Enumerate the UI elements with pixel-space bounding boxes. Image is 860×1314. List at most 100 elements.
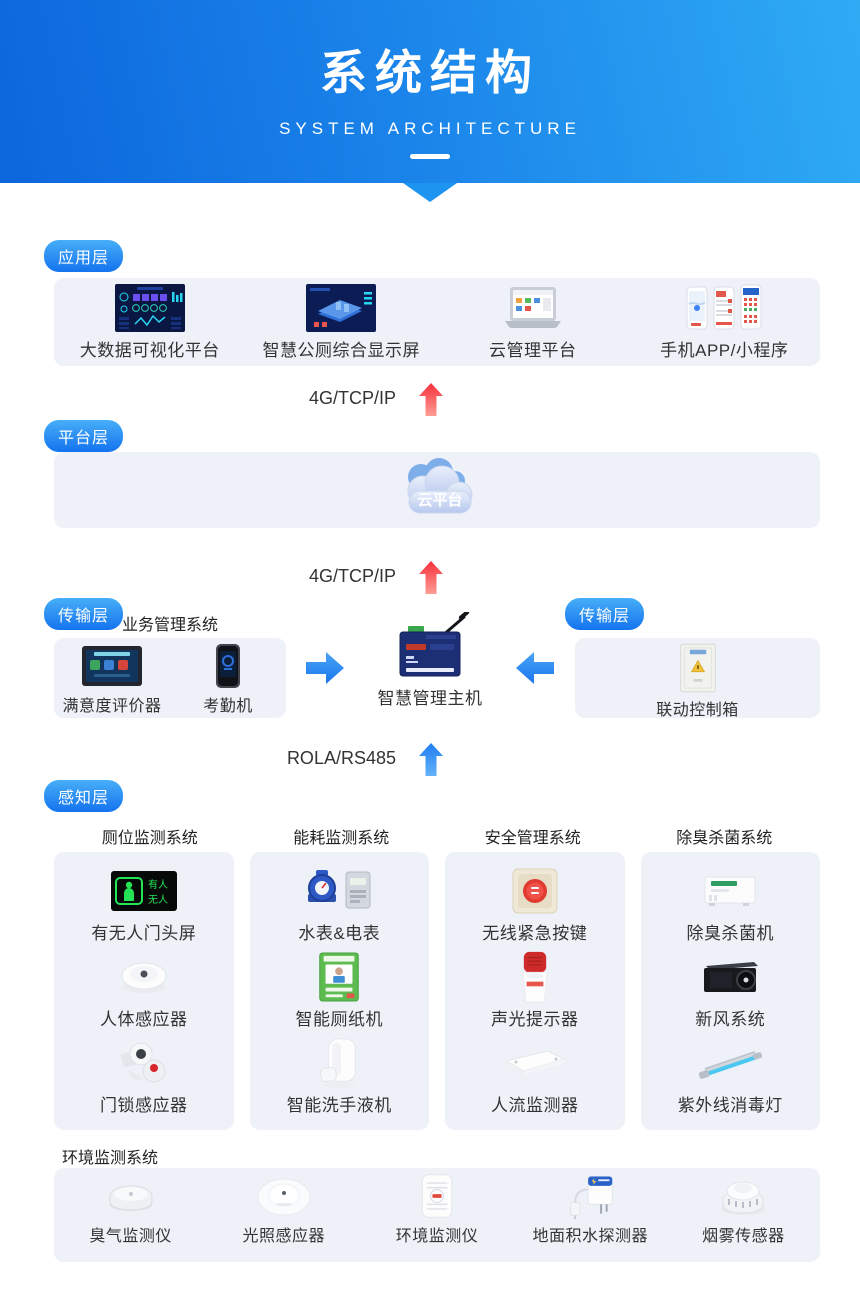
linkage-control-panel: 联动控制箱 [575, 638, 820, 719]
page-subtitle: SYSTEM ARCHITECTURE [279, 119, 581, 138]
fresh-air-system-image [696, 952, 764, 1002]
device-label: 水表&电表 [298, 924, 381, 943]
device-label: 人流监测器 [491, 1096, 579, 1115]
up-arrow-blue-icon [419, 743, 443, 776]
perception-columns: 有人 无人 有无人门头屏 人体感应器 [54, 852, 820, 1130]
device-label: 云管理平台 [489, 341, 577, 360]
device-label: 紫外线消毒灯 [677, 1096, 783, 1115]
app-item-mobile-app: 手机APP/小程序 [629, 278, 821, 366]
right-arrow-blue-icon [306, 652, 344, 684]
device-label: 门锁感应器 [100, 1096, 188, 1115]
device-label: 无线紧急按键 [482, 924, 588, 943]
cloud-platform-icon: 云平台 [407, 458, 473, 514]
lock-sensor-icon [120, 1042, 166, 1083]
light-sensor-image [255, 1173, 313, 1219]
wireless-emergency-button-image [509, 866, 561, 916]
dashboard-icon [114, 284, 185, 332]
body-sensor-icon [121, 962, 167, 993]
device-label: 地面积水探测器 [532, 1228, 648, 1245]
item-soap-dispenser: 智能洗手液机 [250, 1034, 430, 1120]
app-item-display-screen: 智慧公厕综合显示屏 [246, 278, 438, 366]
uv-disinfection-lamp-image [695, 1038, 765, 1088]
column-title: 安全管理系统 [484, 830, 581, 847]
item-light-sensor: 光照感应器 [207, 1168, 360, 1262]
business-system-title: 业务管理系统 [121, 617, 218, 634]
people-flow-monitor-image [502, 1038, 568, 1088]
cloud-management-image [501, 283, 565, 333]
smoke-sensor-image [715, 1173, 771, 1219]
platform-layer-panel: 云平台 [54, 452, 820, 528]
up-arrow-red-icon [419, 383, 443, 416]
display-screen-icon [306, 284, 377, 332]
paper-dispenser-icon [319, 952, 359, 1002]
trans-item-control-box: 联动控制箱 [575, 638, 820, 719]
environment-monitor-icon [421, 1174, 453, 1218]
door-screen-occupied-text: 有人 [148, 878, 168, 891]
link-label-4g-tcpip-bottom: 4G/TCP/IP [308, 566, 396, 586]
light-sensor-icon [257, 1178, 311, 1216]
door-screen-icon: 有人 无人 [110, 871, 177, 911]
header-pointer-triangle [403, 183, 457, 202]
app-item-cloud-management: 云管理平台 [437, 278, 629, 366]
item-odor-monitor: 臭气监测仪 [54, 1168, 207, 1262]
column-title: 能耗监测系统 [293, 830, 390, 847]
title-underline [410, 154, 450, 159]
link-label-rola-rs485: ROLA/RS485 [286, 748, 396, 768]
deodorizer-icon [704, 876, 756, 906]
trans-item-satisfaction: 满意度评价器 [54, 638, 170, 718]
human-body-sensor-image [117, 952, 171, 1002]
business-system-panel: 满意度评价器 考勤机 [54, 638, 286, 718]
device-label: 人体感应器 [100, 1010, 188, 1029]
control-box-icon [679, 643, 716, 693]
smart-host-device-icon [399, 612, 470, 677]
transmission-layer-badge-left: 传输层 [44, 598, 124, 630]
smart-host-group: 智慧管理主机 [360, 612, 500, 709]
link-label-4g-tcpip-top: 4G/TCP/IP [308, 388, 396, 408]
device-label: 新风系统 [695, 1010, 766, 1029]
door-lock-sensor-image [114, 1038, 174, 1088]
item-environment-monitor: 环境监测仪 [360, 1168, 513, 1262]
platform-layer-badge: 平台层 [44, 420, 124, 452]
up-arrow-red-icon [419, 561, 443, 594]
item-flow-monitor: 人流监测器 [445, 1034, 625, 1120]
mobile-app-image [686, 283, 762, 333]
column-safety-management: 无线紧急按键 声光提示器 [445, 852, 625, 1130]
floor-water-detector-image [558, 1173, 622, 1220]
trans-item-attendance: 考勤机 [170, 638, 286, 718]
device-label: 有无人门头屏 [91, 924, 197, 943]
item-body-sensor: 人体感应器 [54, 948, 234, 1034]
odor-monitor-icon [109, 1185, 153, 1211]
item-meters: 水表&电表 [250, 862, 430, 948]
soap-dispenser-icon [320, 1038, 357, 1089]
header-banner: 系统结构 SYSTEM ARCHITECTURE [0, 0, 860, 183]
evaluator-tablet-icon [82, 646, 142, 686]
device-label: 手机APP/小程序 [660, 341, 789, 360]
application-layer-panel: 大数据可视化平台 智慧公厕综合显示屏 [54, 278, 820, 366]
transmission-layer-badge-right: 传输层 [565, 598, 645, 630]
item-fresh-air: 新风系统 [641, 948, 821, 1034]
device-label: 联动控制箱 [656, 702, 739, 719]
page-title: 系统结构 [320, 46, 540, 99]
odor-monitor-image [104, 1173, 158, 1219]
strobe-siren-icon [522, 951, 548, 1003]
device-label: 智慧公厕综合显示屏 [262, 341, 420, 360]
environment-system-title: 环境监测系统 [62, 1150, 159, 1167]
item-deodorizer: 除臭杀菌机 [641, 862, 821, 948]
flow-monitor-icon [504, 1050, 566, 1075]
fresh-air-icon [704, 962, 759, 992]
perception-column-headers: 厕位监测系统 能耗监测系统 安全管理系统 除臭杀菌系统 [54, 824, 820, 848]
item-sound-light-alarm: 声光提示器 [445, 948, 625, 1034]
smart-host-label: 智慧管理主机 [377, 689, 483, 708]
sound-light-alarm-image [514, 951, 556, 1003]
cloud-label: 云平台 [417, 491, 462, 509]
application-layer-badge: 应用层 [44, 240, 124, 272]
app-item-big-data: 大数据可视化平台 [54, 278, 246, 366]
device-label: 智能洗手液机 [286, 1096, 392, 1115]
item-water-detector: 地面积水探测器 [514, 1168, 667, 1262]
device-label: 光照感应器 [242, 1228, 326, 1245]
item-uv-lamp: 紫外线消毒灯 [641, 1034, 821, 1120]
perception-layer-badge: 感知层 [44, 780, 124, 812]
water-electric-meter-image [306, 866, 372, 916]
column-title: 除臭杀菌系统 [676, 830, 773, 847]
linkage-control-box-image [677, 643, 719, 693]
